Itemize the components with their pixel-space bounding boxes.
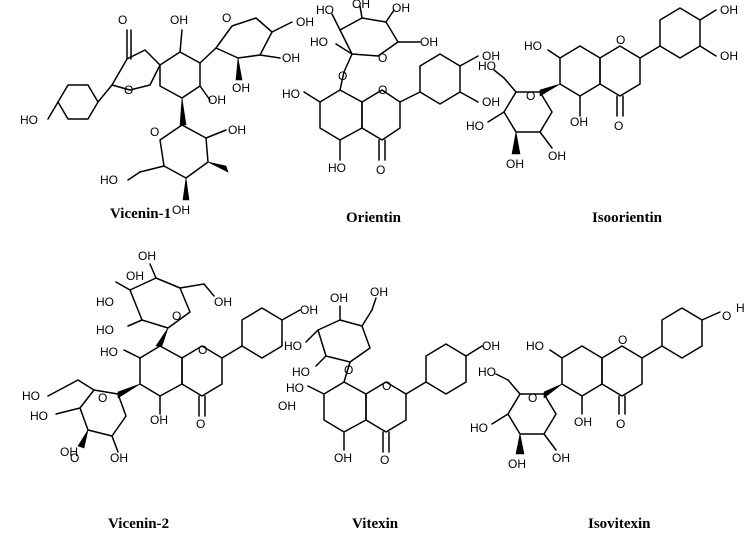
- atom-label: O: [614, 119, 623, 133]
- atom-label: O: [380, 453, 389, 467]
- atom-label: OH: [278, 399, 296, 413]
- atom-label: HO: [316, 3, 334, 17]
- atom-label: OH: [370, 285, 388, 299]
- atom-label: O: [344, 363, 353, 377]
- atom-label: OH: [172, 203, 190, 217]
- structure-vicenin-1: O OH O OH OH OH HO O O OH HO OH OH Vicen…: [20, 11, 314, 222]
- atom-label: OH: [296, 15, 314, 29]
- atom-label: OH: [300, 303, 318, 317]
- atom-label: HO: [526, 339, 544, 353]
- atom-label: O: [70, 451, 79, 465]
- atom-label: HO: [524, 39, 542, 53]
- atom-label: O: [98, 391, 107, 405]
- atom-label: OH: [138, 249, 156, 263]
- atom-label: OH: [506, 157, 524, 171]
- atom-label: O: [376, 163, 385, 177]
- atom-label: O: [722, 309, 731, 323]
- atom-label: OH: [126, 269, 144, 283]
- atom-label: OH: [570, 115, 588, 129]
- structure-isovitexin: H O HO O HO O HO OH OH OH O Isovitexin: [470, 301, 745, 532]
- atom-label: OH: [392, 1, 410, 15]
- atom-label: HO: [292, 365, 310, 379]
- atom-label: O: [172, 309, 181, 323]
- atom-label: OH: [548, 149, 566, 163]
- atom-label: HO: [284, 339, 302, 353]
- compound-name: Vicenin-1: [110, 206, 171, 222]
- atom-label: O: [618, 333, 627, 347]
- atom-label: HO: [470, 421, 488, 435]
- compound-name: Isovitexin: [588, 516, 651, 532]
- atom-label: O: [196, 417, 205, 431]
- compound-name: Vitexin: [352, 516, 399, 532]
- atom-label: O: [150, 125, 159, 139]
- atom-label: OH: [482, 49, 500, 63]
- atom-label: HO: [328, 161, 346, 175]
- atom-label: O: [222, 11, 231, 25]
- atom-label: OH: [60, 445, 78, 459]
- atom-label: HO: [100, 345, 118, 359]
- atom-label: OH: [208, 93, 226, 107]
- atom-label: HO: [282, 87, 300, 101]
- atom-label: H: [736, 301, 745, 315]
- atom-label: HO: [310, 35, 328, 49]
- atom-label: O: [378, 83, 387, 97]
- atom-label: OH: [334, 451, 352, 465]
- atom-label: OH: [150, 413, 168, 427]
- structure-vitexin: OH OH HO O HO OH HO O OH OH O Vitexin: [278, 285, 500, 532]
- structure-orientin: HO OH OH HO O O O OH HO OH HO OH O Orien…: [282, 0, 500, 226]
- atom-label: O: [338, 69, 347, 83]
- compound-name: Orientin: [346, 210, 402, 226]
- atom-label: O: [378, 51, 387, 65]
- atom-label: OH: [720, 49, 738, 63]
- atom-label: OH: [482, 339, 500, 353]
- atom-label: HO: [478, 365, 496, 379]
- atom-label: OH: [170, 13, 188, 27]
- atom-label: OH: [420, 35, 438, 49]
- compound-name: Isoorientin: [592, 210, 663, 226]
- atom-label: OH: [214, 295, 232, 309]
- atom-label: HO: [22, 389, 40, 403]
- atom-label: HO: [286, 381, 304, 395]
- atom-label: HO: [96, 323, 114, 337]
- atom-label: O: [118, 13, 127, 27]
- atom-label: OH: [110, 451, 128, 465]
- atom-label: O: [616, 33, 625, 47]
- atom-label: HO: [96, 295, 114, 309]
- atom-label: OH: [552, 451, 570, 465]
- atom-label: OH: [352, 0, 370, 11]
- atom-label: OH: [508, 457, 526, 471]
- atom-label: O: [124, 83, 133, 97]
- atom-label: OH: [232, 81, 250, 95]
- atom-label: HO: [100, 173, 118, 187]
- atom-label: OH: [720, 3, 738, 17]
- atom-label: HO: [478, 59, 496, 73]
- structure-isoorientin: OH OH HO O HO O OH HO OH OH O Isoorienti…: [466, 3, 738, 226]
- structure-vicenin-2: HO OH OH O OH HO OH HO O O HO O OH HO OH…: [22, 249, 318, 532]
- atom-label: OH: [228, 123, 246, 137]
- atom-label: O: [198, 343, 207, 357]
- compound-name: Vicenin-2: [108, 516, 169, 532]
- atom-label: OH: [282, 51, 300, 65]
- atom-label: OH: [574, 415, 592, 429]
- atom-label: OH: [330, 291, 348, 305]
- atom-label: HO: [20, 113, 38, 127]
- atom-label: O: [382, 379, 391, 393]
- atom-label: O: [528, 391, 537, 405]
- atom-label: O: [616, 417, 625, 431]
- atom-label: OH: [482, 95, 500, 109]
- atom-label: HO: [466, 119, 484, 133]
- atom-label: HO: [30, 409, 48, 423]
- atom-label: O: [526, 89, 535, 103]
